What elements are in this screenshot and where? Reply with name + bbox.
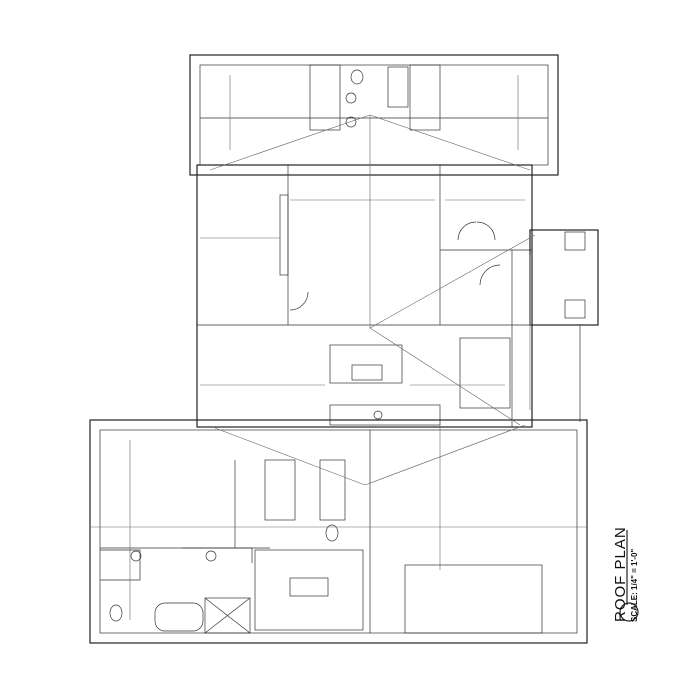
roof-lines: [90, 75, 587, 620]
top-wing: [189, 54, 559, 176]
drawing-scale: SCALE: 1/4" = 1'-0": [630, 548, 639, 622]
right-bump: [511, 229, 599, 427]
middle-section: [196, 164, 580, 428]
bottom-section: [89, 419, 588, 644]
drawing-title: ROOF PLAN: [612, 526, 629, 622]
title-marker-icon: [619, 602, 639, 622]
